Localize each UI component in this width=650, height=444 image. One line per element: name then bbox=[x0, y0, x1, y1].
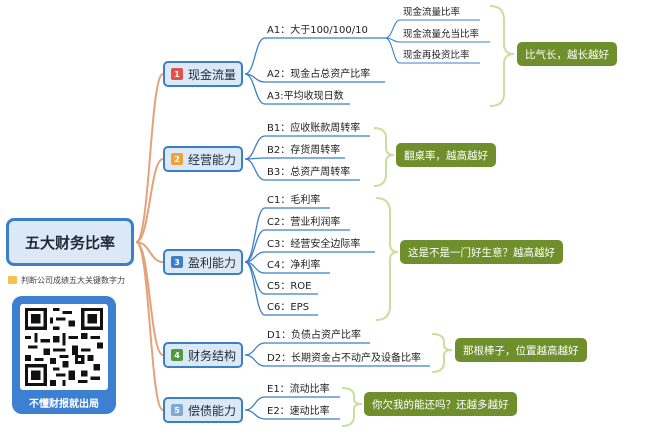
category-label: 盈利能力 bbox=[188, 255, 237, 270]
brace-5 bbox=[341, 387, 363, 427]
summary-profitability[interactable]: 这是不是一门好生意？越高越好 bbox=[400, 240, 563, 264]
number-badge: 3 bbox=[171, 256, 183, 268]
item-e2[interactable]: E2：速动比率 bbox=[267, 406, 330, 417]
item-a1-sub-1[interactable]: 现金流量比率 bbox=[403, 7, 461, 18]
qr-card: 不懂财报就出局 bbox=[12, 296, 116, 414]
item-c2[interactable]: C2：营业利润率 bbox=[267, 217, 341, 228]
summary-operating[interactable]: 翻桌率，越高越好 bbox=[396, 143, 496, 167]
item-c3[interactable]: C3：经营安全边际率 bbox=[267, 239, 361, 250]
category-label: 现金流量 bbox=[188, 67, 237, 82]
item-c6[interactable]: C6：EPS bbox=[267, 302, 310, 313]
brace-2 bbox=[373, 127, 395, 187]
category-profitability[interactable]: 3 盈利能力 bbox=[163, 249, 243, 275]
branch-line bbox=[135, 241, 164, 356]
qr-caption: 不懂财报就出局 bbox=[29, 399, 99, 410]
brace-4 bbox=[431, 333, 453, 373]
category-structure[interactable]: 4 财务结构 bbox=[163, 342, 243, 368]
root-subtitle: 判断公司成绩五大关键数字力 bbox=[21, 275, 125, 285]
item-d1[interactable]: D1：负债占资产比率 bbox=[267, 330, 362, 341]
number-badge: 4 bbox=[171, 349, 183, 361]
category-cash-flow[interactable]: 1 现金流量 bbox=[163, 61, 243, 87]
item-a3[interactable]: A3:平均收现日数 bbox=[267, 91, 344, 102]
item-a2[interactable]: A2：现金占总资产比率 bbox=[267, 69, 371, 80]
category-label: 财务结构 bbox=[188, 348, 237, 363]
item-a1[interactable]: A1：大于100/100/10 bbox=[267, 25, 368, 36]
item-b2[interactable]: B2：存货周转率 bbox=[267, 145, 341, 156]
item-c5[interactable]: C5：ROE bbox=[267, 281, 312, 292]
item-d2[interactable]: D2：长期资金占不动产及设备比率 bbox=[267, 353, 422, 364]
brace-3 bbox=[375, 197, 399, 321]
summary-cash-flow[interactable]: 比气长，越长越好 bbox=[517, 42, 617, 66]
brace-1 bbox=[489, 5, 515, 107]
item-c1[interactable]: C1：毛利率 bbox=[267, 195, 321, 206]
item-a1-sub-2[interactable]: 现金流量允当比率 bbox=[403, 29, 480, 40]
category-label: 偿债能力 bbox=[188, 403, 237, 418]
number-badge: 2 bbox=[171, 153, 183, 165]
item-b1[interactable]: B1：应收账款周转率 bbox=[267, 123, 361, 134]
qr-code-icon bbox=[25, 308, 103, 386]
branch-line bbox=[135, 158, 164, 243]
branch-line bbox=[135, 73, 164, 243]
item-b3[interactable]: B3：总资产周转率 bbox=[267, 167, 351, 178]
category-solvency[interactable]: 5 偿债能力 bbox=[163, 397, 243, 423]
category-operating[interactable]: 2 经营能力 bbox=[163, 146, 243, 172]
note-icon bbox=[8, 276, 17, 284]
item-e1[interactable]: E1：流动比率 bbox=[267, 384, 330, 395]
summary-structure[interactable]: 那根棒子，位置越高越好 bbox=[455, 338, 587, 362]
number-badge: 1 bbox=[171, 68, 183, 80]
branch-line bbox=[135, 241, 164, 263]
number-badge: 5 bbox=[171, 404, 183, 416]
item-c4[interactable]: C4：净利率 bbox=[267, 260, 321, 271]
summary-solvency[interactable]: 你欠我的能还吗？还越多越好 bbox=[364, 392, 517, 416]
item-a1-sub-3[interactable]: 现金再投资比率 bbox=[403, 50, 470, 61]
qr-code bbox=[20, 304, 108, 390]
root-note: 判断公司成绩五大关键数字力 bbox=[8, 272, 132, 288]
category-label: 经营能力 bbox=[188, 152, 237, 167]
branch-line bbox=[135, 241, 164, 411]
root-node[interactable]: 五大财务比率 bbox=[6, 218, 134, 266]
